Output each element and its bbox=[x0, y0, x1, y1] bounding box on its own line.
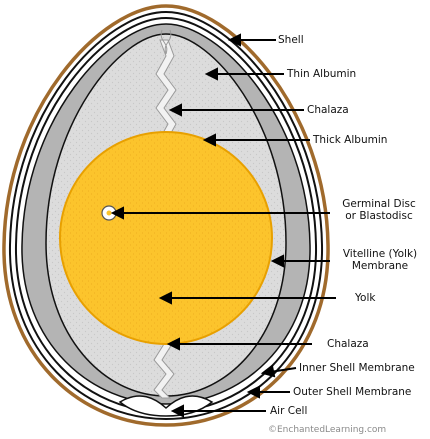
label-air-cell: Air Cell bbox=[270, 405, 307, 417]
label-chalaza-bottom: Chalaza bbox=[327, 338, 369, 350]
label-shell: Shell bbox=[278, 34, 304, 46]
label-yolk: Yolk bbox=[355, 292, 375, 304]
yolk bbox=[60, 132, 272, 344]
label-inner-shell-membrane: Inner Shell Membrane bbox=[299, 362, 415, 374]
label-vitelline-membrane-line1: Vitelline (Yolk) bbox=[334, 248, 426, 260]
copyright-credit: ©EnchantedLearning.com bbox=[268, 425, 386, 435]
label-outer-shell-membrane: Outer Shell Membrane bbox=[293, 386, 411, 398]
label-germinal-disc-line1: Germinal Disc bbox=[334, 198, 424, 210]
label-vitelline-membrane-line2: Membrane bbox=[334, 260, 426, 272]
label-chalaza-top: Chalaza bbox=[307, 104, 349, 116]
label-thick-albumin: Thick Albumin bbox=[313, 134, 387, 146]
label-germinal-disc-line2: or Blastodisc bbox=[334, 210, 424, 222]
germinal-disc-center bbox=[107, 211, 112, 216]
label-germinal-disc: Germinal Disc or Blastodisc bbox=[334, 198, 424, 222]
label-vitelline-membrane: Vitelline (Yolk) Membrane bbox=[334, 248, 426, 272]
label-thin-albumin: Thin Albumin bbox=[287, 68, 356, 80]
